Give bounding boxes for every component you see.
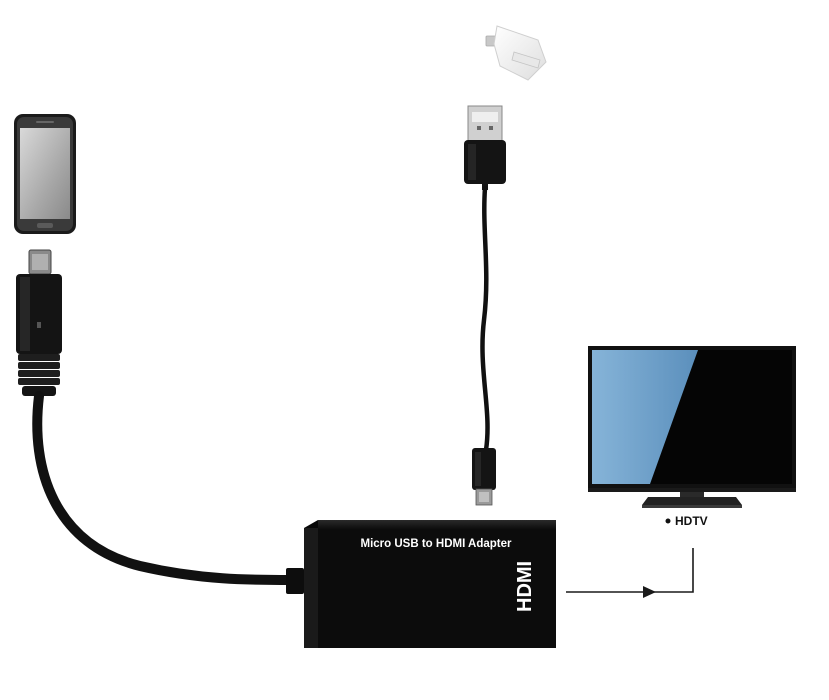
adapter-cable (32, 391, 304, 594)
hdtv-label-text: HDTV (675, 514, 708, 528)
hdtv-label: HDTV (665, 514, 708, 528)
hdmi-port-label: HDMI (514, 561, 536, 612)
usb-a-cable (464, 105, 506, 506)
usb-otg-adapter-icon (485, 25, 547, 81)
smartphone-icon (14, 114, 76, 234)
micro-usb-plug (16, 249, 62, 396)
adapter-label: Micro USB to HDMI Adapter (361, 538, 513, 550)
television-icon (588, 346, 796, 508)
hdtv-bullet-icon (665, 518, 671, 524)
connection-arrow (566, 548, 694, 598)
hdmi-adapter-body: Micro USB to HDMI Adapter HDMI (304, 520, 556, 648)
